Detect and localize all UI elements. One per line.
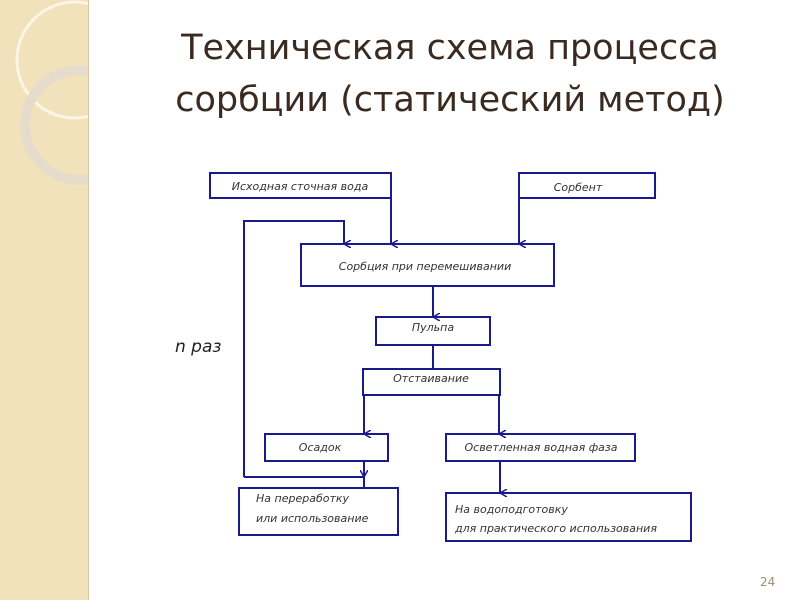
node-sorbent: [518, 172, 656, 199]
node-clarified: [445, 433, 636, 462]
label-sediment: Осадок: [299, 441, 342, 454]
label-sorbent: Сорбент: [554, 181, 603, 194]
node-processing: [238, 487, 399, 536]
label-source: Исходная сточная вода: [232, 180, 369, 193]
label-clarified: Осветленная водная фаза: [464, 441, 617, 454]
node-sorption: [300, 243, 555, 287]
node-sediment: [264, 433, 389, 462]
loop-label: n раз: [175, 337, 221, 357]
label-sorption: Сорбция при перемешивании: [339, 260, 511, 273]
label-settling: Отстаивание: [393, 372, 469, 385]
decorative-rings: [15, 0, 88, 185]
node-treatment: [445, 492, 692, 542]
label-treatment-2: для практического использования: [454, 522, 657, 535]
label-treatment-1: На водоподготовку: [455, 503, 568, 516]
node-settling: [362, 368, 501, 396]
label-processing-2: или использование: [256, 512, 369, 525]
label-pulp: Пульпа: [412, 321, 454, 334]
page-number: 24: [760, 575, 776, 589]
arrow-sediment-processing: [244, 461, 364, 488]
loop-return-line: [243, 220, 344, 477]
label-processing-1: На переработку: [256, 492, 350, 505]
node-source: [209, 172, 392, 199]
decorative-sidebar: [0, 0, 89, 600]
